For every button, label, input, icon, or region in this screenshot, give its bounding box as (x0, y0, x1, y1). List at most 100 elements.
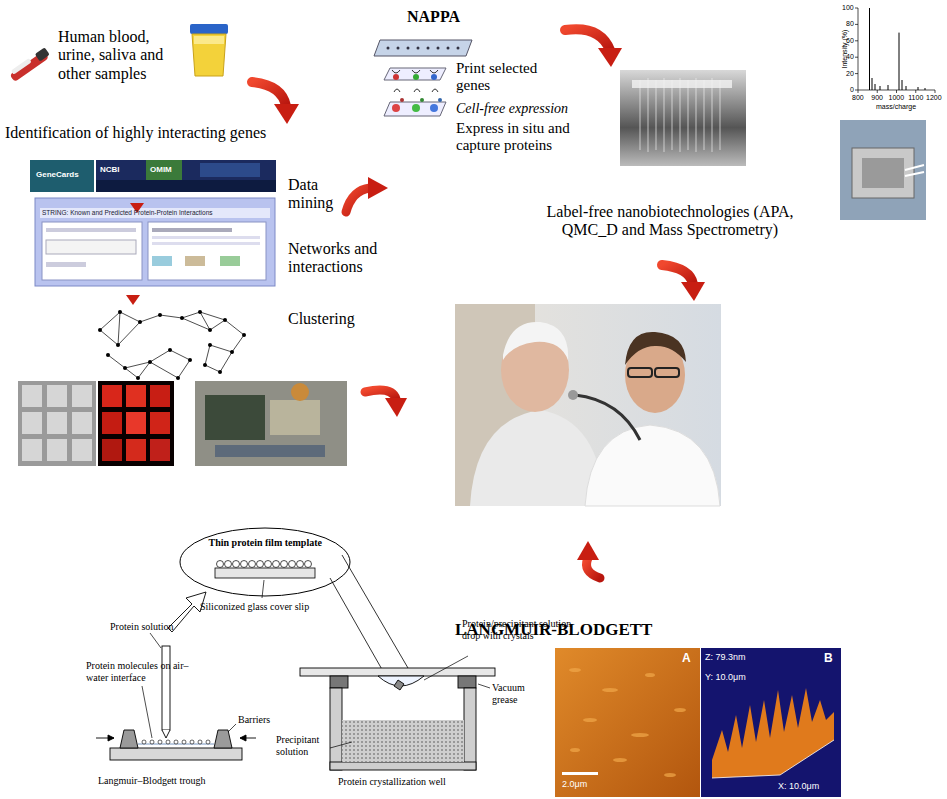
leader-line (424, 656, 468, 680)
nappa-slide (397, 47, 400, 50)
process-arrowhead (577, 541, 599, 560)
sem-micrograph (620, 70, 746, 166)
tick-label: 1200 (926, 94, 942, 102)
process-arrow (346, 188, 370, 212)
leader-line (228, 724, 236, 732)
network-node (208, 343, 212, 347)
crystallization-well (342, 720, 464, 762)
string-screenshot (40, 208, 270, 218)
printed-gene-spots (413, 74, 419, 80)
expressed-protein-spots (412, 104, 420, 112)
step-label: Identification of highly interacting gen… (5, 124, 266, 142)
process-arrowhead (681, 282, 705, 301)
blood-tube-icon (35, 47, 50, 61)
section-title: NAPPA (407, 8, 460, 26)
nappa-slide (437, 47, 440, 50)
microarray-fluorescent (102, 439, 122, 461)
axis-label: Y: 10.0μm (705, 672, 746, 682)
network-node (148, 360, 152, 364)
langmuir-trough (166, 740, 170, 744)
doctor-patient-photo (628, 368, 652, 377)
film-template-ellipse (297, 561, 304, 568)
langmuir-trough (174, 740, 178, 744)
crystallization-well (458, 676, 476, 688)
qcm-instrument-photo (852, 148, 914, 198)
lab-instrument-photo (270, 400, 320, 435)
afm-image-a (674, 708, 686, 712)
network-node (230, 350, 234, 354)
printed-gene-spots (392, 70, 438, 73)
database-banner (30, 160, 94, 192)
axis-title: Intensity (%) (841, 30, 849, 69)
afm-image-a (645, 673, 655, 677)
database-banner (200, 163, 260, 177)
network-graph (205, 335, 244, 372)
expressed-protein-spots (430, 104, 438, 112)
network-node (218, 370, 222, 374)
leader-line (142, 580, 490, 748)
langmuir-trough (150, 740, 154, 744)
callout-label: Vacuum grease (492, 682, 542, 705)
lab-instrument-photo (195, 381, 347, 466)
nappa-slide (387, 47, 390, 50)
langmuir-trough (162, 730, 170, 738)
doctor-patient-photo (503, 322, 568, 360)
doctor-patient-photo (625, 332, 686, 365)
film-template-ellipse (241, 561, 248, 568)
callout-label: Thin protein film template (209, 537, 322, 549)
lab-instrument-photo (215, 445, 325, 457)
microarray-gray (22, 412, 42, 434)
afm-image-a (664, 773, 676, 777)
afm-image-a (613, 758, 627, 762)
qcm-instrument-photo (862, 158, 904, 188)
caption-label: Protein crystallization well (338, 776, 446, 788)
step-label: Label-free nanobiotechnologies (APA, QMC… (535, 203, 805, 240)
process-arrowhead (385, 398, 407, 417)
urine-cup-icon (190, 24, 228, 76)
afm-image-a (569, 668, 686, 777)
microarray-fluorescent (102, 412, 122, 434)
film-template-ellipse (217, 561, 224, 568)
logo-text: NCBI (100, 165, 120, 174)
langmuir-trough (142, 740, 146, 744)
step-label: Print selected genes (456, 60, 556, 95)
lab-instrument-photo (205, 395, 265, 440)
process-arrow (365, 390, 396, 399)
microarray-fluorescent (150, 385, 170, 407)
string-screenshot (46, 262, 86, 267)
network-node (242, 333, 246, 337)
process-arrow (565, 29, 610, 50)
crystallization-well (300, 668, 495, 770)
zoom-lines (330, 555, 415, 680)
afm-image-a (555, 648, 700, 797)
network-node (158, 313, 162, 317)
axis-label: Z: 79.3nm (705, 652, 746, 662)
mass-spectrum-axes (858, 8, 935, 90)
afm-image-a (631, 733, 649, 737)
nappa-slide (374, 40, 472, 56)
step-label: Data mining (288, 176, 348, 213)
doctor-patient-photo (568, 390, 578, 400)
tick-label: 1000 (889, 94, 905, 102)
network-node (188, 358, 192, 362)
expressed-protein-spots (384, 102, 446, 116)
nappa-slide (457, 47, 460, 50)
step-label: Express in situ and capture proteins (456, 120, 591, 155)
network-node (123, 366, 127, 370)
network-node (136, 376, 140, 380)
microarray-gray (47, 439, 67, 461)
crystallization-well (300, 668, 495, 676)
panel-letter: A (682, 652, 691, 666)
string-screenshot (35, 198, 275, 286)
crystallization-well (330, 676, 348, 688)
microarray-gray (47, 385, 67, 407)
string-screenshot (46, 228, 136, 232)
nappa-slide (387, 47, 460, 50)
network-node (203, 363, 207, 367)
langmuir-trough (110, 748, 242, 760)
film-template-ellipse (180, 528, 350, 596)
afm-image-b (712, 688, 834, 778)
database-banner (146, 160, 182, 180)
tick-label: 0 (850, 86, 854, 94)
afm-image-a (583, 718, 597, 722)
